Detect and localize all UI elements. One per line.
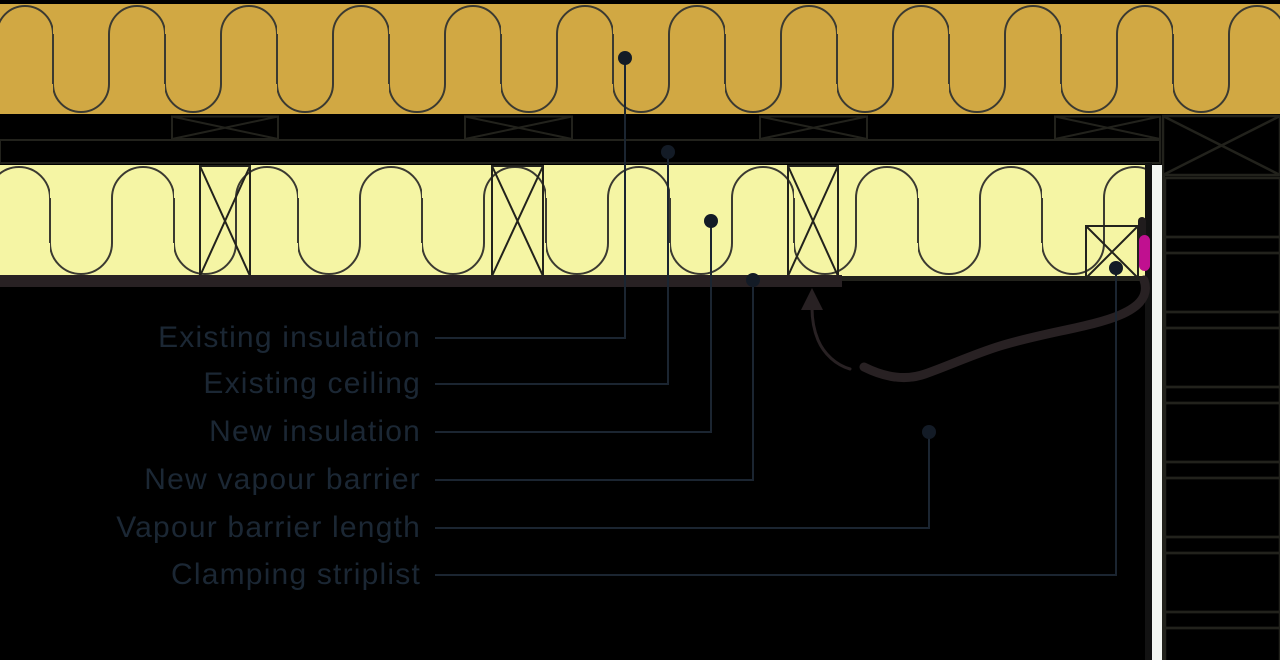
- label-existing-insulation: Existing insulation: [158, 321, 421, 354]
- clamp-magenta: [1139, 235, 1150, 271]
- wall-lining: [1145, 163, 1165, 660]
- vapour-barrier-hanging-curve: [859, 275, 1150, 383]
- clamping-strip-crossed: [1085, 225, 1139, 279]
- leader-new-insulation: [435, 221, 712, 433]
- leader-dot: [746, 273, 760, 287]
- leader-existing-insulation: [435, 58, 626, 339]
- leader-dot: [661, 145, 675, 159]
- label-new-vapour-barrier: New vapour barrier: [144, 463, 421, 496]
- arrowhead: [801, 288, 823, 310]
- plaster-strip: [1152, 165, 1162, 660]
- leader-dot: [618, 51, 632, 65]
- existing-ceiling-layer: [0, 139, 1161, 164]
- leader-existing-ceiling: [435, 152, 669, 385]
- existing-insulation-layer: [0, 4, 1280, 114]
- fold-up-arrow: [801, 288, 852, 371]
- new-insulation-layer: [0, 165, 1145, 281]
- leader-dot: [704, 214, 718, 228]
- brick: [1163, 626, 1280, 660]
- label-vapour-barrier-length: Vapour barrier length: [116, 511, 421, 544]
- label-clamping-striplist: Clamping striplist: [171, 558, 421, 591]
- leader-clamping-striplist: [435, 268, 1117, 576]
- label-existing-ceiling: Existing ceiling: [203, 367, 421, 400]
- leader-dot: [1109, 261, 1123, 275]
- leader-new-vapour-barrier: [435, 280, 754, 481]
- leader-lines: [435, 51, 1123, 576]
- leader-dot: [922, 425, 936, 439]
- brick-wall: [1163, 176, 1280, 660]
- leader-vapour-barrier-length: [435, 432, 930, 529]
- label-new-insulation: New insulation: [209, 415, 421, 448]
- wall-plate-crossed: [1161, 114, 1280, 177]
